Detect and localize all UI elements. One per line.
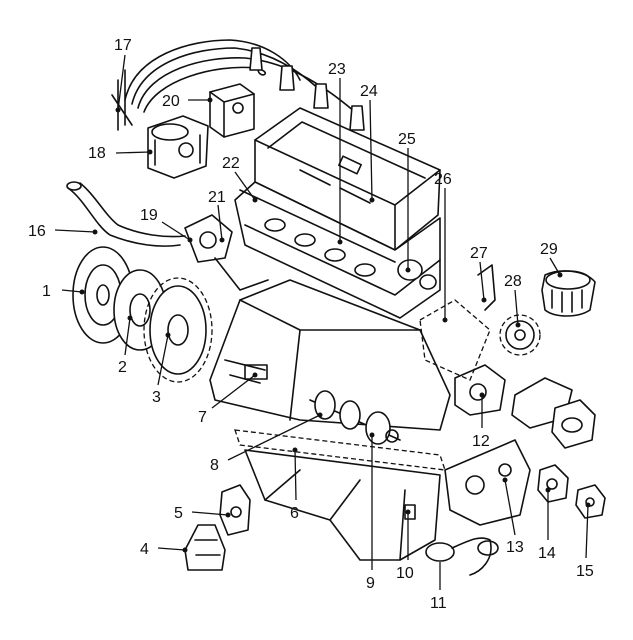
callout-12: 12 <box>472 433 490 450</box>
callout-17: 17 <box>114 37 132 54</box>
callout-6: 6 <box>290 505 299 522</box>
callout-13: 13 <box>506 539 524 556</box>
engine-mount-15 <box>575 484 606 519</box>
coolant-hose <box>66 181 186 247</box>
water-pump <box>454 364 506 416</box>
callout-22: 22 <box>222 155 240 172</box>
oil-pickup <box>425 537 499 576</box>
callout-23: 23 <box>328 61 346 78</box>
distributor <box>147 115 209 179</box>
ignition-coil <box>209 83 255 138</box>
callout-16: 16 <box>28 223 46 240</box>
callout-2: 2 <box>118 359 127 376</box>
callout-29: 29 <box>540 241 558 258</box>
callout-19: 19 <box>140 207 158 224</box>
cylinder-head <box>234 181 441 319</box>
callout-27: 27 <box>470 245 488 262</box>
callout-28: 28 <box>504 273 522 290</box>
leader-lines <box>54 54 591 590</box>
callout-20: 20 <box>162 93 180 110</box>
tensioner <box>477 264 496 311</box>
mount-bracket-upper <box>511 377 596 449</box>
timing-belt <box>419 299 491 381</box>
timing-cover <box>444 439 531 526</box>
callout-7: 7 <box>198 409 207 426</box>
callout-25: 25 <box>398 131 416 148</box>
engine-mount-4 <box>184 524 226 571</box>
callout-18: 18 <box>88 145 106 162</box>
callout-24: 24 <box>360 83 378 100</box>
callout-3: 3 <box>152 389 161 406</box>
callout-9: 9 <box>366 575 375 592</box>
callout-21: 21 <box>208 189 226 206</box>
callout-5: 5 <box>174 505 183 522</box>
engine-mount-14 <box>537 464 569 503</box>
callout-26: 26 <box>434 171 452 188</box>
callout-11: 11 <box>430 595 447 612</box>
callout-1: 1 <box>42 283 51 300</box>
callout-10: 10 <box>396 565 414 582</box>
crank-pulley <box>499 314 541 356</box>
callout-4: 4 <box>140 541 149 558</box>
oil-filter <box>541 270 596 317</box>
engine-block <box>209 279 451 431</box>
oil-sump <box>234 429 446 561</box>
ignition-leads <box>111 39 365 131</box>
callout-14: 14 <box>538 545 556 562</box>
callout-15: 15 <box>576 563 594 580</box>
engine-mount-5 <box>219 484 251 536</box>
callout-8: 8 <box>210 457 219 474</box>
callout-labels: 1 2 3 4 5 6 7 8 9 10 11 12 13 14 15 16 1… <box>28 37 594 612</box>
